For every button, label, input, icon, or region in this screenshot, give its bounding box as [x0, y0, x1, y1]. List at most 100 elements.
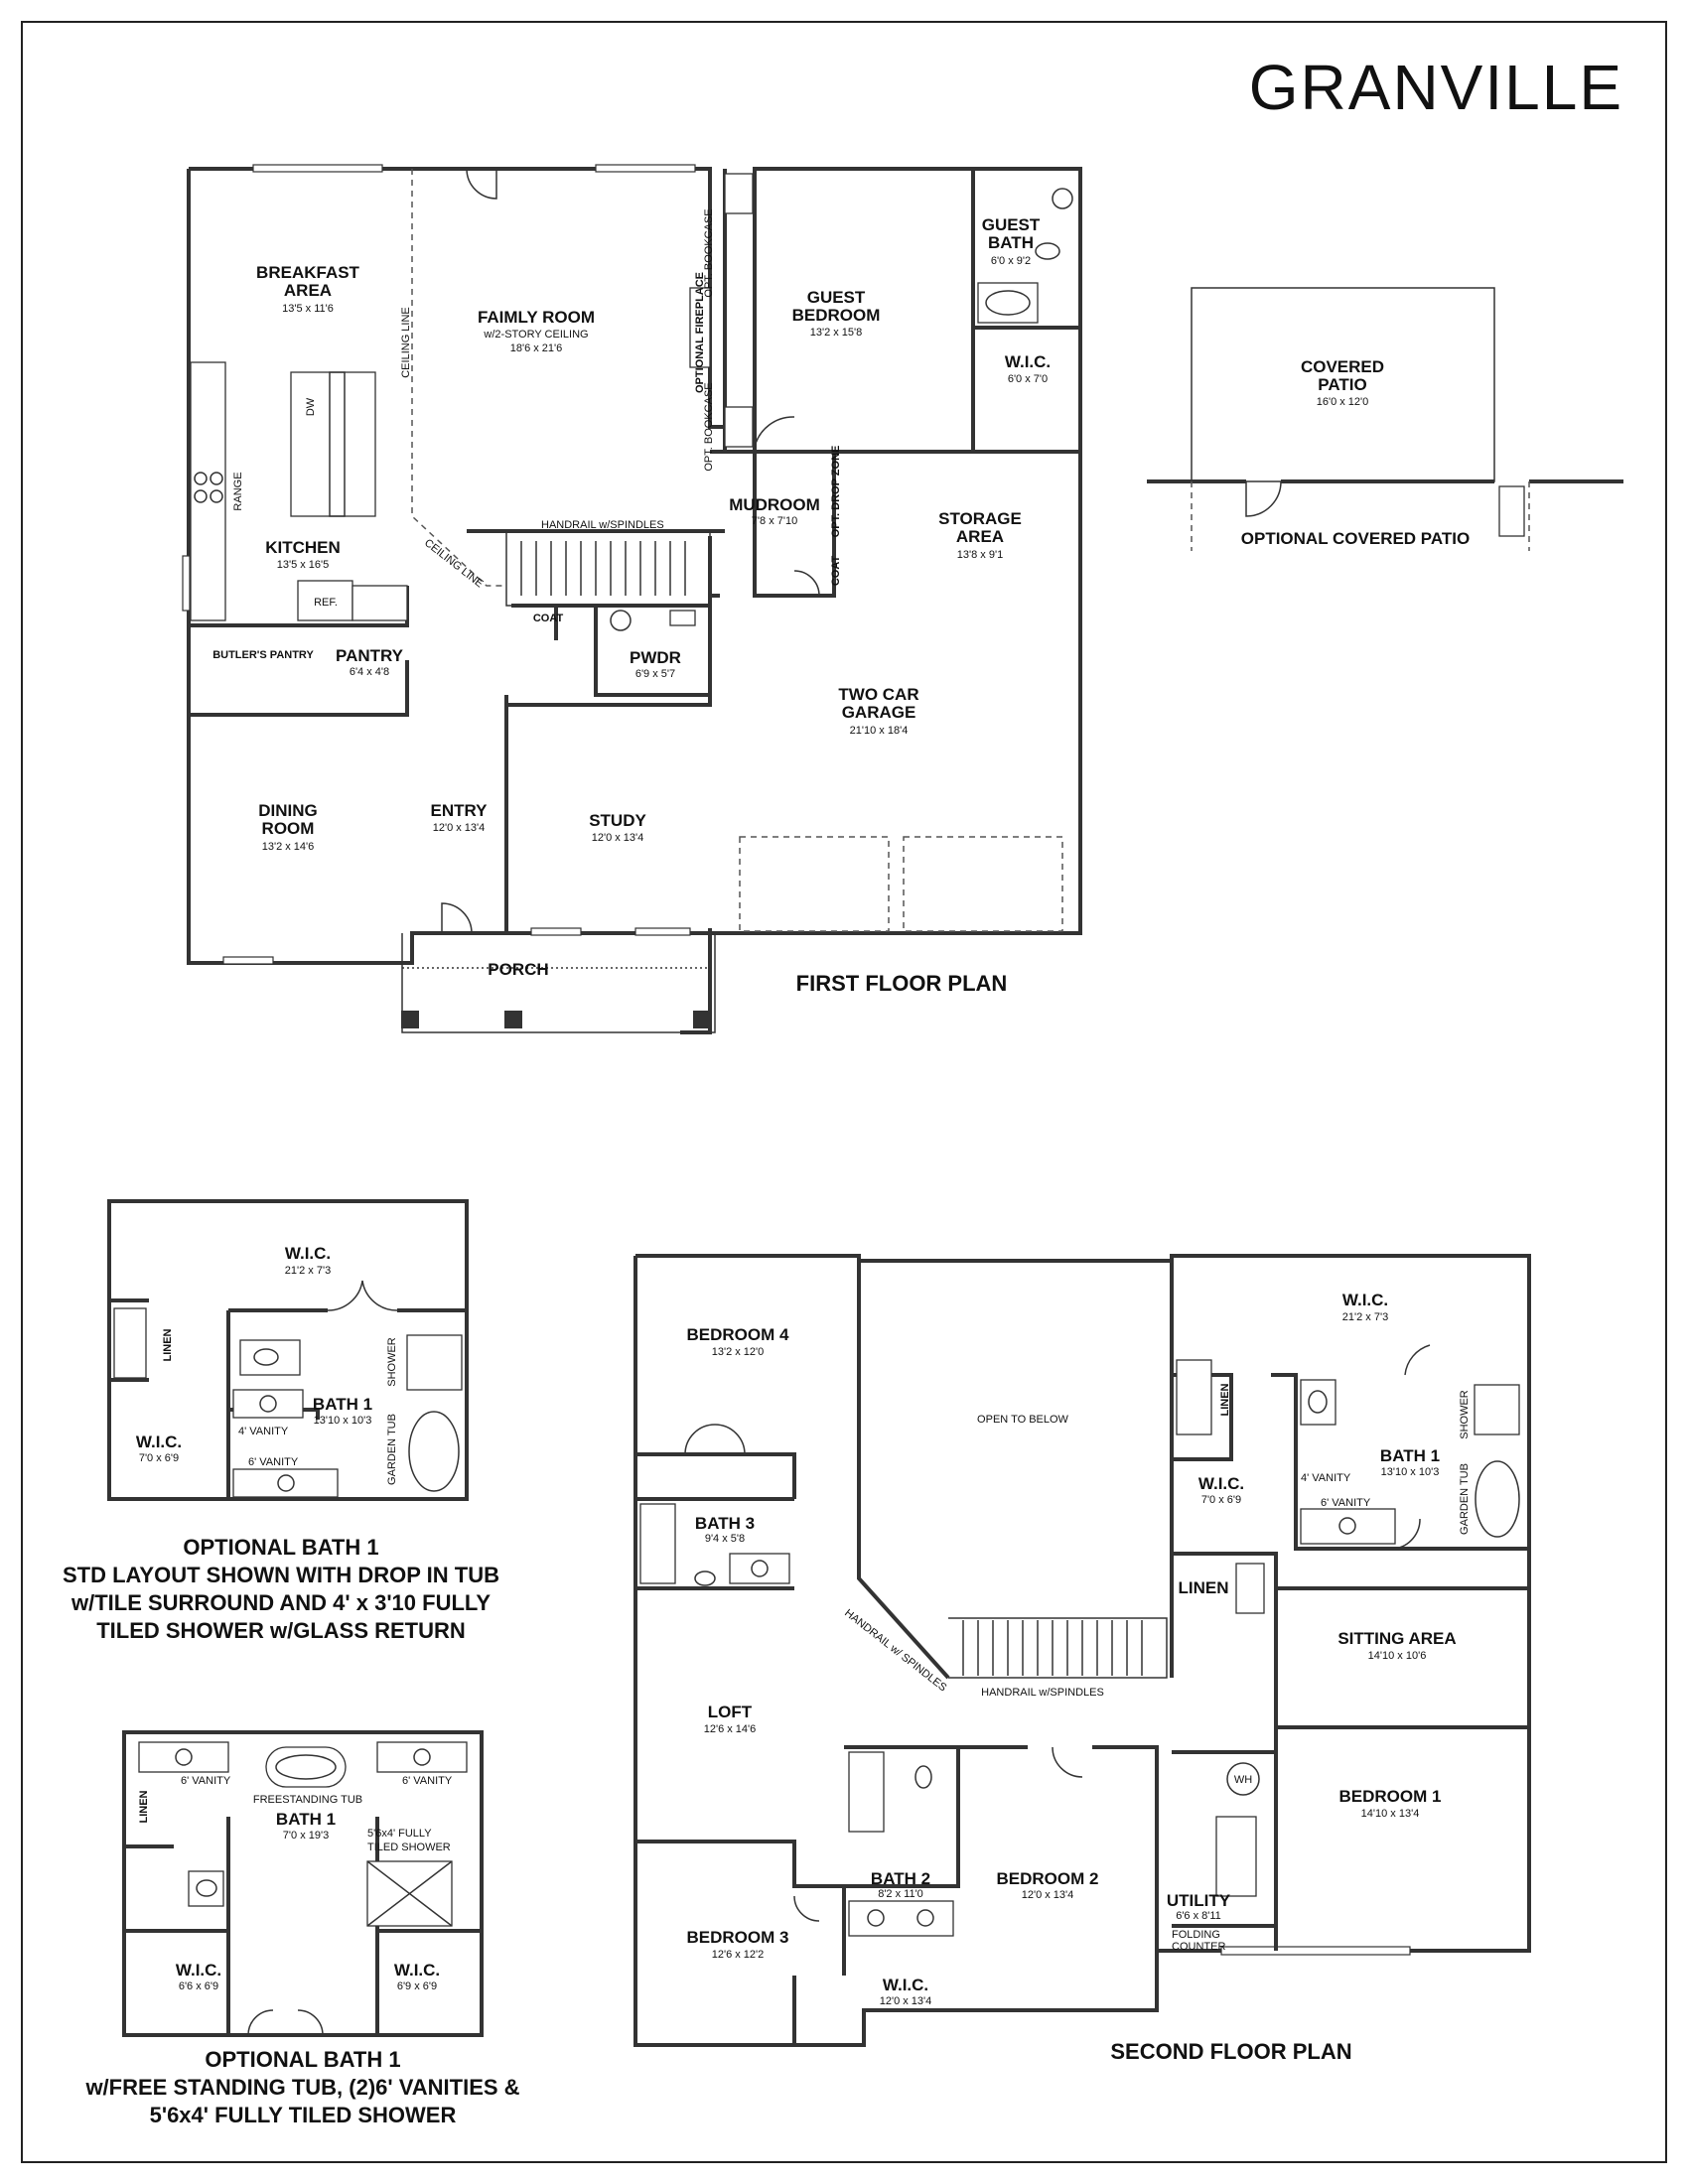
bath-a-shower-label: SHOWER — [386, 1337, 398, 1387]
room-utility: UTILITY — [1167, 1891, 1231, 1910]
optional-bath-a: W.I.C. 21'2 x 7'3 BATH 1 13'10 x 10'3 W.… — [63, 1199, 499, 1643]
room-family-room: FAIMLY ROOM — [478, 308, 595, 327]
bath-b-vanity-left-label: 6' VANITY — [181, 1775, 231, 1787]
handrail-label-second: HANDRAIL w/SPINDLES — [981, 1687, 1104, 1699]
bath-a-wic-top-dim: 21'2 x 7'3 — [285, 1265, 331, 1277]
room-dining-room-dim: 13'2 x 14'6 — [262, 841, 315, 853]
range-label: RANGE — [232, 472, 244, 510]
bath-a-caption-4: TILED SHOWER w/GLASS RETURN — [96, 1618, 466, 1643]
room-kitchen-dim: 13'5 x 16'5 — [277, 559, 330, 571]
bath-b-caption-3: 5'6x4' FULLY TILED SHOWER — [150, 2103, 457, 2127]
room-loft-dim: 12'6 x 14'6 — [704, 1723, 757, 1735]
room-family-room-dim: 18'6 x 21'6 — [510, 342, 563, 354]
bath-a-wic-left-dim: 7'0 x 6'9 — [139, 1452, 179, 1464]
folding-counter-label-1: FOLDING — [1172, 1929, 1220, 1941]
room-bath-2-dim: 8'2 x 11'0 — [878, 1888, 923, 1900]
room-entry: ENTRY — [431, 801, 489, 820]
bath-a-caption-2: STD LAYOUT SHOWN WITH DROP IN TUB — [63, 1563, 499, 1587]
ref-label: REF. — [314, 597, 338, 609]
room-wic-bedroom-3-dim: 12'0 x 13'4 — [880, 1995, 932, 2007]
bath-b-bath1: BATH 1 — [276, 1810, 336, 1829]
room-pwdr: PWDR — [630, 648, 681, 667]
room-covered-patio: COVERED — [1301, 357, 1384, 376]
room-wic-small-dim: 7'0 x 6'9 — [1201, 1494, 1241, 1506]
bath-a-caption-1: OPTIONAL BATH 1 — [183, 1535, 378, 1560]
room-bedroom-1: BEDROOM 1 — [1339, 1787, 1442, 1806]
garden-tub-label-second: GARDEN TUB — [1459, 1463, 1471, 1535]
room-bedroom-3: BEDROOM 3 — [687, 1928, 789, 1947]
shower-label-second: SHOWER — [1459, 1390, 1471, 1439]
room-pwdr-dim: 6'9 x 5'7 — [635, 668, 675, 680]
bath-a-wic-left: W.I.C. — [136, 1433, 182, 1451]
room-breakfast-area: BREAKFAST — [256, 263, 360, 282]
dw-label: DW — [305, 397, 317, 416]
room-loft: LOFT — [708, 1703, 753, 1721]
room-covered-patio-dim: 16'0 x 12'0 — [1317, 396, 1369, 408]
room-guest-wic-dim: 6'0 x 7'0 — [1008, 373, 1048, 385]
opt-bookcase-label-bottom: OPT. BOOKCASE — [703, 382, 715, 471]
bath-a-vanity4-label: 4' VANITY — [238, 1426, 289, 1437]
linen-label-hall: LINEN — [1179, 1578, 1229, 1597]
room-bath-3: BATH 3 — [695, 1514, 755, 1533]
bath-b-caption-2: w/FREE STANDING TUB, (2)6' VANITIES & — [84, 2075, 519, 2100]
room-bedroom-4-dim: 13'2 x 12'0 — [712, 1346, 765, 1358]
covered-patio-caption: OPTIONAL COVERED PATIO — [1241, 529, 1470, 548]
coat-label-hall: COAT — [533, 613, 564, 624]
bath-b-wic-right: W.I.C. — [394, 1961, 440, 1979]
room-guest-wic: W.I.C. — [1005, 352, 1051, 371]
bath-a-bath1-dim: 13'10 x 10'3 — [314, 1415, 372, 1427]
bath-a-garden-tub-label: GARDEN TUB — [386, 1414, 398, 1485]
second-floor-plan: BEDROOM 4 13'2 x 12'0 OPEN TO BELOW W.I.… — [633, 1254, 1531, 2064]
room-dining-room: DINING — [258, 801, 318, 820]
bath-a-wic-top: W.I.C. — [285, 1244, 331, 1263]
room-bath-1: BATH 1 — [1380, 1446, 1440, 1465]
room-guest-bedroom-dim: 13'2 x 15'8 — [810, 327, 863, 339]
room-study: STUDY — [589, 811, 646, 830]
room-storage-area: STORAGE — [938, 509, 1022, 528]
bath-b-wic-left-dim: 6'6 x 6'9 — [179, 1980, 218, 1992]
room-guest-bath: GUEST — [982, 215, 1041, 234]
bath-a-bath1: BATH 1 — [313, 1395, 372, 1414]
room-bedroom-3-dim: 12'6 x 12'2 — [712, 1949, 765, 1961]
room-pantry: PANTRY — [336, 646, 404, 665]
room-breakfast-area-line2: AREA — [284, 281, 332, 300]
room-kitchen: KITCHEN — [265, 538, 341, 557]
room-wic-small: W.I.C. — [1198, 1474, 1244, 1493]
room-mudroom-dim: 7'8 x 7'10 — [752, 515, 797, 527]
bath-b-caption-1: OPTIONAL BATH 1 — [205, 2047, 400, 2072]
first-floor-caption: FIRST FLOOR PLAN — [796, 971, 1008, 996]
room-study-dim: 12'0 x 13'4 — [592, 832, 644, 844]
room-bath-3-dim: 9'4 x 5'8 — [705, 1533, 745, 1545]
bath-b-wic-right-dim: 6'9 x 6'9 — [397, 1980, 437, 1992]
room-wic-bedroom-3: W.I.C. — [883, 1976, 928, 1994]
room-bedroom-4: BEDROOM 4 — [687, 1325, 790, 1344]
bath-b-bath1-dim: 7'0 x 19'3 — [283, 1830, 329, 1842]
vanity4-label-second: 4' VANITY — [1301, 1472, 1351, 1484]
linen-label-master: LINEN — [1219, 1383, 1231, 1416]
room-bath-2: BATH 2 — [871, 1869, 930, 1888]
opt-bookcase-label-top: OPT. BOOKCASE — [703, 208, 715, 297]
room-covered-patio-line2: PATIO — [1318, 375, 1366, 394]
plan-title: GRANVILLE — [1249, 52, 1623, 123]
bath-a-linen-label: LINEN — [162, 1328, 174, 1361]
ceiling-line-label: CEILING LINE — [400, 307, 412, 378]
room-open-to-below: OPEN TO BELOW — [977, 1414, 1069, 1426]
bath-b-freestanding-tub-label: FREESTANDING TUB — [253, 1794, 362, 1806]
room-sitting-area-dim: 14'10 x 10'6 — [1368, 1650, 1427, 1662]
ceiling-line-label-2: CEILING LINE — [422, 537, 486, 590]
room-bath-1-dim: 13'10 x 10'3 — [1381, 1466, 1440, 1478]
room-utility-dim: 6'6 x 8'11 — [1176, 1910, 1221, 1922]
room-master-wic-dim: 21'2 x 7'3 — [1342, 1311, 1388, 1323]
handrail-label: HANDRAIL w/SPINDLES — [541, 519, 664, 531]
coat-label-mudroom: COAT — [830, 556, 842, 587]
second-floor-caption: SECOND FLOOR PLAN — [1110, 2039, 1351, 2064]
bath-b-vanity-right-label: 6' VANITY — [402, 1775, 453, 1787]
room-entry-dim: 12'0 x 13'4 — [433, 822, 486, 834]
room-dining-room-line2: ROOM — [262, 819, 315, 838]
room-guest-bedroom: GUEST — [807, 288, 866, 307]
bath-a-vanity6-label: 6' VANITY — [248, 1456, 299, 1468]
optional-fireplace-label: OPTIONAL FIREPLACE — [694, 272, 706, 393]
bath-b-shower-label-2: TILED SHOWER — [367, 1842, 451, 1853]
page-border — [21, 21, 1667, 2163]
room-two-car-garage: TWO CAR — [838, 685, 918, 704]
